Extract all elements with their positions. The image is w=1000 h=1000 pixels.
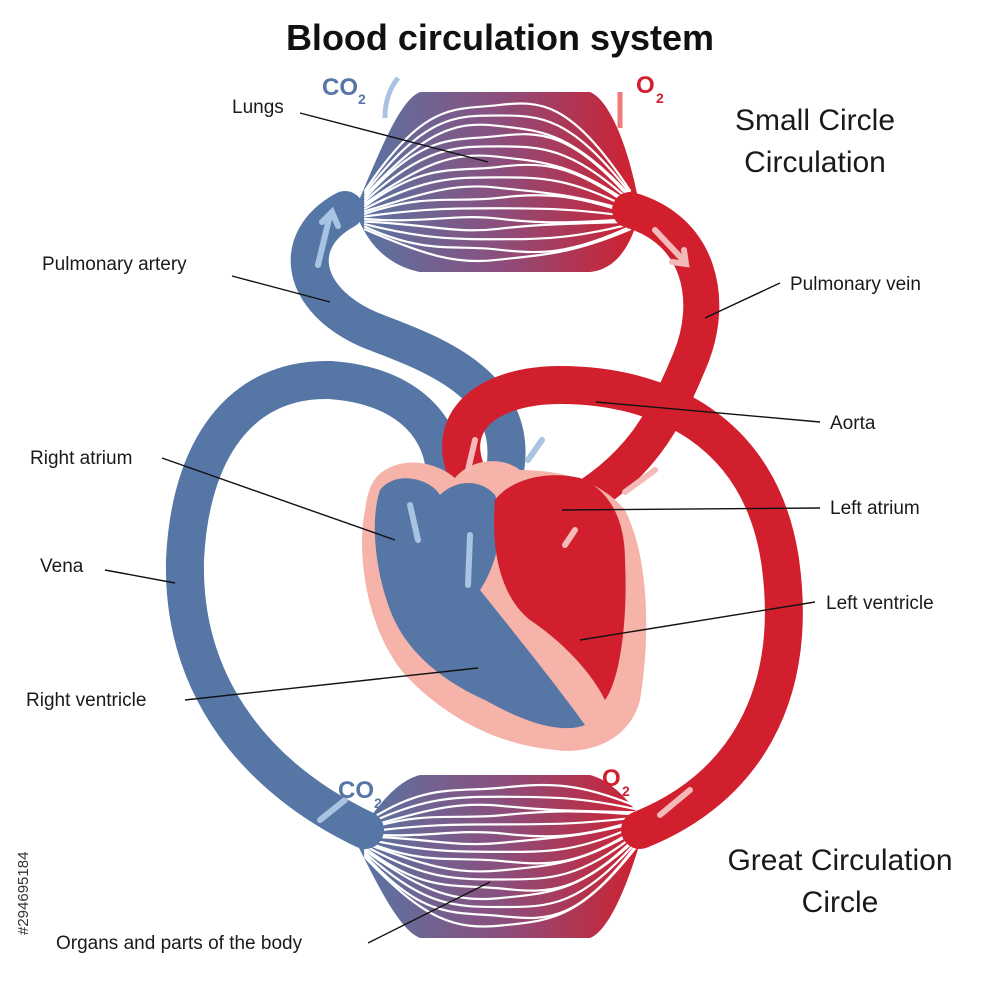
diagram-title: Blood circulation system (286, 17, 714, 58)
capillary-fiber (363, 815, 642, 834)
label-lungs: Lungs (232, 97, 284, 118)
svg-text:CO: CO (338, 777, 374, 804)
capillary-fiber (363, 822, 642, 854)
capillary-fiber (363, 783, 642, 824)
pulmonary-vein-vessel (547, 192, 720, 528)
label-aorta: Aorta (830, 413, 876, 434)
label-left-atrium: Left atrium (830, 498, 920, 519)
capillary-fiber (363, 820, 642, 846)
o2-top-label: O 2 (617, 72, 664, 128)
small-circle-title-line1: Small Circle (735, 104, 895, 137)
capillary-fiber (363, 123, 632, 197)
svg-text:2: 2 (358, 91, 366, 107)
label-left-ventricle: Left ventricle (826, 593, 934, 614)
capillary-fiber (363, 145, 632, 203)
capillary-fiber (363, 228, 632, 263)
capillary-fiber (363, 102, 632, 192)
left-heart-chambers (494, 475, 626, 700)
capillary-fiber (363, 216, 632, 224)
capillary-fiber (363, 829, 642, 881)
capillary-fiber (363, 185, 632, 213)
flow-arrows (315, 206, 693, 823)
label-right-atrium: Right atrium (30, 448, 132, 469)
lungs-capillary-bed (355, 92, 640, 272)
capillary-fiber (363, 176, 632, 210)
leader-lines (104, 112, 821, 944)
small-circle-title-line2: Circulation (744, 146, 886, 179)
capillary-fiber (363, 163, 632, 208)
capillary-fiber (363, 841, 642, 928)
stock-id: #294695184 (15, 852, 32, 935)
label-pulmonary-vein: Pulmonary vein (790, 274, 921, 295)
vena-vessel (165, 360, 464, 849)
o2-bottom-label: O 2 (602, 765, 630, 799)
capillary-fiber (363, 795, 642, 827)
capillary-fiber (363, 827, 642, 873)
capillary-fiber (363, 194, 632, 215)
svg-text:2: 2 (656, 90, 664, 106)
capillary-fiber (363, 133, 632, 200)
great-circle-title-line1: Great Circulation (727, 844, 952, 877)
label-right-ventricle: Right ventricle (26, 690, 146, 711)
capillary-fiber (363, 154, 632, 205)
co2-top-label: CO 2 (322, 74, 400, 119)
label-pulmonary-artery: Pulmonary artery (42, 254, 187, 275)
great-circle-title-line2: Circle (802, 886, 879, 919)
svg-text:2: 2 (622, 783, 630, 799)
co2-bottom-label: CO 2 (338, 777, 382, 811)
svg-text:2: 2 (374, 795, 382, 811)
capillary-fiber (363, 836, 642, 909)
capillary-fiber (363, 810, 642, 831)
label-organs: Organs and parts of the body (56, 933, 303, 954)
aorta-vessel (442, 365, 803, 849)
capillary-fiber (363, 225, 632, 254)
capillary-fiber (363, 220, 632, 232)
capillary-fiber (363, 114, 632, 195)
svg-text:O: O (602, 765, 621, 792)
right-heart-chambers (374, 478, 585, 729)
capillary-fiber (363, 223, 632, 241)
capillary-fiber (363, 834, 642, 901)
svg-text:O: O (636, 72, 655, 99)
body-capillary-bed (355, 775, 645, 938)
svg-text:CO: CO (322, 74, 358, 101)
label-vena: Vena (40, 556, 84, 577)
capillary-fiber (363, 207, 632, 218)
